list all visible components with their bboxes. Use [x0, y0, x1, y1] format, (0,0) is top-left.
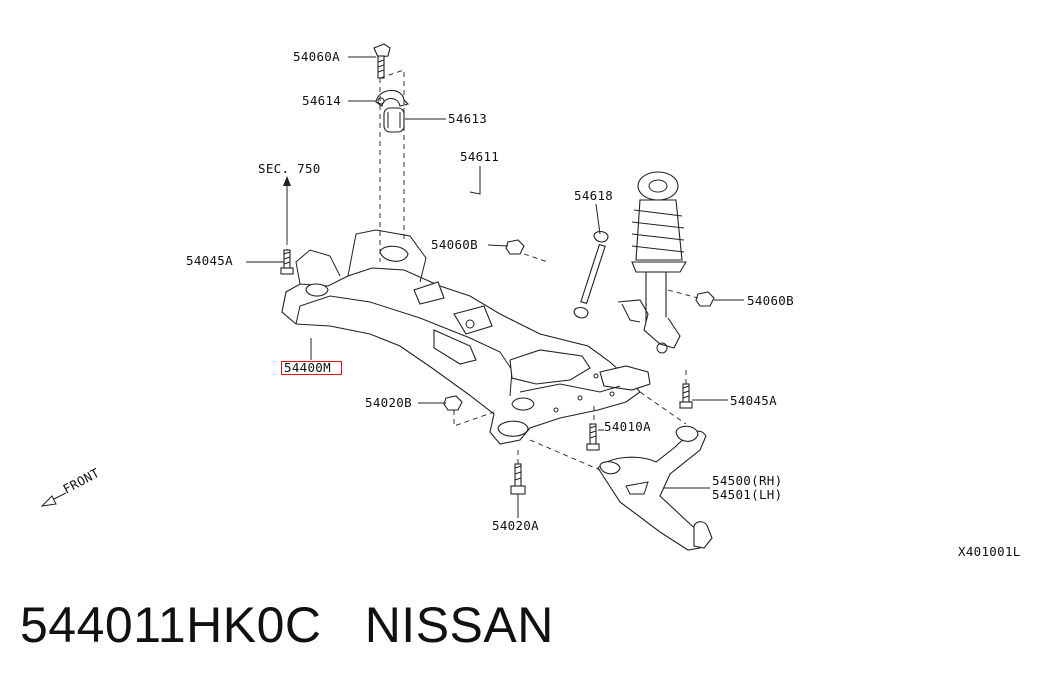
alignment-lines: [286, 69, 699, 471]
footer-caption: 544011HK0C NISSAN: [20, 596, 554, 654]
bolt-54020A: [510, 463, 526, 495]
label-54613: 54613: [448, 111, 487, 126]
stabilizer-bar: [274, 113, 574, 308]
bolt-54060A: [373, 43, 391, 79]
highlight-box-54400M: [281, 361, 342, 375]
label-54010A: 54010A: [604, 419, 651, 434]
strut-assembly: [617, 171, 687, 354]
drawing-reference: X401001L: [958, 544, 1021, 559]
front-arrow: FRONT: [40, 465, 102, 507]
label-54045A-left: 54045A: [186, 253, 233, 268]
label-54060B-right: 54060B: [747, 293, 794, 308]
nut-54060B-right: [695, 291, 715, 307]
leader-lines: [246, 56, 744, 518]
label-54501-lh: 54501(LH): [712, 487, 782, 502]
label-54614: 54614: [302, 93, 341, 108]
label-54060B-top: 54060B: [431, 237, 478, 252]
bracket-54614: [375, 89, 410, 107]
bolt-54045A-right: [679, 383, 693, 409]
label-54060A: 54060A: [293, 49, 340, 64]
label-sec-750: SEC. 750: [258, 161, 321, 176]
label-54611: 54611: [460, 149, 499, 164]
label-54020B: 54020B: [365, 395, 412, 410]
label-54500-rh: 54500(RH): [712, 473, 782, 488]
front-label: FRONT: [60, 465, 102, 497]
bushing-54613: [383, 107, 405, 133]
brand-name: NISSAN: [364, 597, 554, 653]
bolt-54010A: [586, 423, 600, 451]
nut-54060B-top: [505, 239, 525, 255]
nut-54020B: [443, 395, 463, 411]
label-54020A: 54020A: [492, 518, 539, 533]
label-54045A-right: 54045A: [730, 393, 777, 408]
stabilizer-link-54618: [573, 230, 609, 319]
part-number: 544011HK0C: [20, 597, 322, 653]
lower-arm-54500: [597, 425, 713, 551]
label-54400M: 54400M: [284, 360, 331, 375]
subframe-54400M: [281, 229, 651, 445]
label-54618: 54618: [574, 188, 613, 203]
